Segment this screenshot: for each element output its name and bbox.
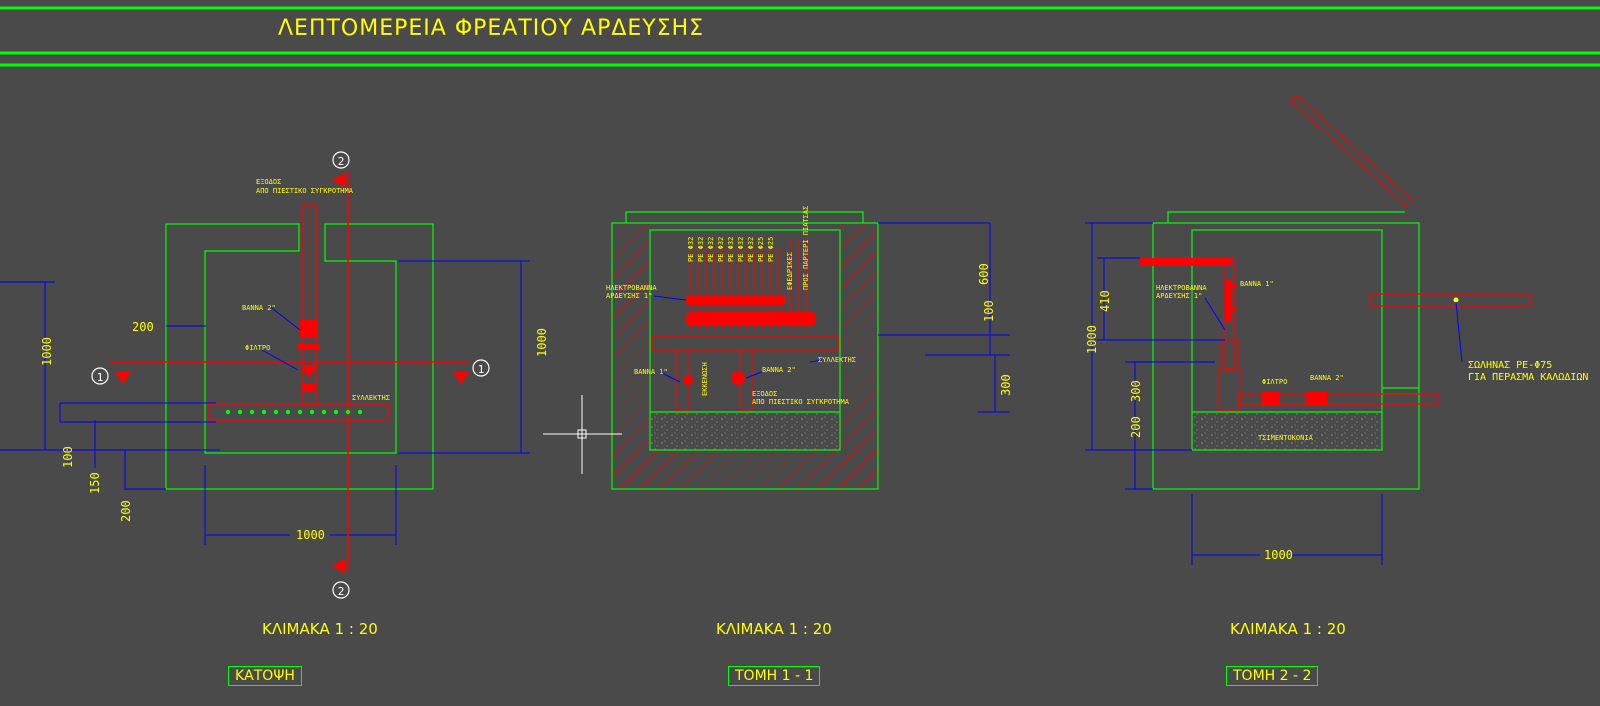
section1-outlet-label: ΕΞΟΔΟΣ <box>752 390 777 398</box>
section-marker-2-top: 2 <box>338 155 345 168</box>
section1-solenoid-sub-label: ΑΡΔΕΥΣΗΣ 1" <box>606 292 652 300</box>
section-marker-1-left: 1 <box>97 371 104 384</box>
plan-dim-100: 100 <box>61 446 75 468</box>
plan-collector-label: ΣΥΛΛΕΚΤΗΣ <box>352 394 390 402</box>
plan-scale-label: ΚΛΙΜΑΚΑ 1 : 20 <box>262 620 378 638</box>
pipe-tag-7: PE Φ32 <box>747 237 755 262</box>
plan-valve-label: ΒΑΝΝΑ 2" <box>242 304 276 312</box>
pipe-tag-1: PE Φ32 <box>687 237 695 262</box>
pipe-tag-9: PE Φ25 <box>767 237 775 262</box>
drawing-title: ΛΕΠΤΟΜΕΡΕΙΑ ΦΡΕΑΤΙΟΥ ΑΡΔΕΥΣΗΣ <box>278 16 705 41</box>
section2-valve1-label: ΒΑΝΝΑ 1" <box>1240 280 1274 288</box>
section1-view-name: ΤΟΜΗ 1 - 1 <box>728 666 821 686</box>
section2-dim-1000: 1000 <box>1085 325 1099 354</box>
pipe-tag-2: PE Φ32 <box>697 237 705 262</box>
section2-gravel-label: ΤΣΙΜΕΝΤΟΚΟΝΙΑ <box>1258 434 1314 442</box>
pipe-tag-8: PE Φ25 <box>757 237 765 262</box>
section1-dim-100: 100 <box>982 300 996 322</box>
section1-solenoid-label: ΗΛΕΚΤΡΟΒΑΝΝΑ <box>606 284 657 292</box>
section2-dim-200: 200 <box>1129 416 1143 438</box>
section2-dim-410: 410 <box>1098 290 1112 312</box>
section2-view-name: ΤΟΜΗ 2 - 2 <box>1226 666 1319 686</box>
section1-dim-600: 600 <box>977 263 991 285</box>
cad-crosshair-cursor[interactable] <box>543 395 622 474</box>
section2-dim-300: 300 <box>1129 380 1143 402</box>
section1-dim-300: 300 <box>999 374 1013 396</box>
title-border-lines <box>0 6 1600 67</box>
plan-view: 1 1 2 2 ΕΞΟΔΟΣ ΑΠΟ ΠΙΕΣΤΙΚΟ ΣΥΓΚΡΟΤΗΜΑ Β… <box>0 151 549 599</box>
section1-valve2-label: ΒΑΝΝΑ 2" <box>762 366 796 374</box>
section-2-2-view: ΗΛΕΚΤΡΟΒΑΝΝΑ ΑΡΔΕΥΣΗΣ 1" ΒΑΝΝΑ 1" ΦΙΛΤΡΟ… <box>1085 95 1588 565</box>
section-marker-2-bottom: 2 <box>338 585 345 598</box>
section2-dim-width: 1000 <box>1264 548 1293 562</box>
section-marker-1-right: 1 <box>478 363 485 376</box>
section2-sleeve-label: ΣΩΛΗΝΑΣ PE-Φ75 <box>1468 360 1552 371</box>
section1-collector-label: ΣΥΛΛΕΚΤΗΣ <box>818 356 856 364</box>
section2-solenoid-label: ΗΛΕΚΤΡΟΒΑΝΝΑ <box>1156 284 1207 292</box>
pipe-tag-5: PE Φ32 <box>727 237 735 262</box>
drain-label: ΕΚΚΕΝΩΣΗ <box>701 362 709 396</box>
section1-valve1-label: ΒΑΝΝΑ 1" <box>634 368 668 376</box>
section2-scale-label: ΚΛΙΜΑΚΑ 1 : 20 <box>1230 620 1346 638</box>
plan-dim-wall: 200 <box>132 320 154 334</box>
plan-filter-label: ΦΙΛΤΡΟ <box>245 344 270 352</box>
plan-dim-right-height: 1000 <box>535 328 549 357</box>
section-1-1-view: PE Φ32 PE Φ32 PE Φ32 PE Φ32 PE Φ32 PE Φ3… <box>543 206 1013 490</box>
section2-filter-label: ΦΙΛΤΡΟ <box>1262 378 1287 386</box>
section2-solenoid-sub-label: ΑΡΔΕΥΣΗΣ 1" <box>1156 292 1202 300</box>
plan-dim-left-height: 1000 <box>40 337 54 366</box>
plan-dim-width: 1000 <box>296 528 325 542</box>
lawn-label: ΠΡΟΣ ΠΑΡΤΕΡΙ ΠΙΑΤΣΑΣ <box>802 206 810 290</box>
plan-view-name: ΚΑΤΟΨΗ <box>228 666 302 686</box>
pipe-tag-3: PE Φ32 <box>707 237 715 262</box>
plan-outlet-sub-label: ΑΠΟ ΠΙΕΣΤΙΚΟ ΣΥΓΚΡΟΤΗΜΑ <box>256 187 354 195</box>
pipe-tag-4: PE Φ32 <box>717 237 725 262</box>
spare-label: ΕΦΕΔΡΙΚΕΣ <box>786 252 794 290</box>
plan-dim-150: 150 <box>88 472 102 494</box>
plan-outlet-label: ΕΞΟΔΟΣ <box>256 178 281 186</box>
plan-dim-200: 200 <box>119 500 133 522</box>
section1-scale-label: ΚΛΙΜΑΚΑ 1 : 20 <box>716 620 832 638</box>
pipe-tag-6: PE Φ32 <box>737 237 745 262</box>
section1-outlet-sub-label: ΑΠΟ ΠΙΕΣΤΙΚΟ ΣΥΓΚΡΟΤΗΜΑ <box>752 398 850 406</box>
section2-valve2-label: ΒΑΝΝΑ 2" <box>1310 374 1344 382</box>
section2-sleeve-sub-label: ΓΙΑ ΠΕΡΑΣΜΑ ΚΑΛΩΔΙΩΝ <box>1468 372 1588 383</box>
